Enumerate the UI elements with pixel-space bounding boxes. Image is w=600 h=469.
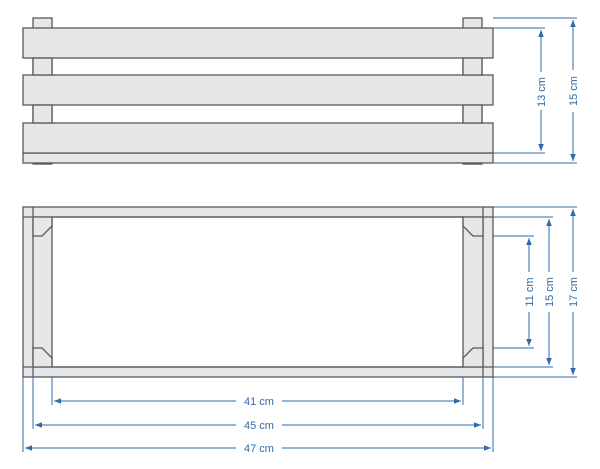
label-47cm: 47 cm	[244, 443, 274, 455]
dim-side-outer-height: 15 cm	[493, 17, 580, 164]
right-leg-gap-2	[462, 104, 483, 124]
bottom-strip	[22, 152, 494, 164]
corner-gusset-top-left	[32, 216, 53, 237]
right-leg-gap-1	[462, 57, 483, 76]
inner-opening	[51, 216, 464, 368]
left-leg-gap-1	[32, 57, 53, 76]
dim-top-mid-depth: 15 cm	[493, 216, 556, 368]
corner-gusset-top-right	[462, 216, 484, 237]
label-15cm-top: 15 cm	[544, 277, 556, 307]
side-view: 13 cm 15 cm	[22, 17, 580, 165]
top-view: 11 cm 15 cm 17 cm 41 cm	[22, 206, 580, 455]
dim-top-inner-depth: 11 cm	[493, 235, 536, 349]
top-slat	[22, 27, 494, 59]
label-45cm: 45 cm	[244, 420, 274, 432]
middle-slat	[22, 74, 494, 106]
label-11cm: 11 cm	[524, 277, 536, 306]
corner-gusset-bottom-right	[462, 347, 484, 368]
label-17cm: 17 cm	[568, 277, 580, 307]
bottom-slat	[22, 122, 494, 154]
label-15cm-side: 15 cm	[568, 76, 580, 106]
corner-gusset-bottom-left	[32, 347, 53, 368]
label-13cm: 13 cm	[536, 77, 548, 107]
dim-top-outer-width: 47 cm	[22, 377, 494, 455]
dim-top-mid-width: 45 cm	[32, 377, 484, 432]
label-41cm: 41 cm	[244, 396, 274, 408]
dim-top-inner-width: 41 cm	[51, 377, 464, 408]
left-leg-gap-2	[32, 104, 53, 124]
dim-side-inner-height: 13 cm	[493, 27, 548, 154]
dim-top-outer-depth: 17 cm	[493, 206, 580, 378]
